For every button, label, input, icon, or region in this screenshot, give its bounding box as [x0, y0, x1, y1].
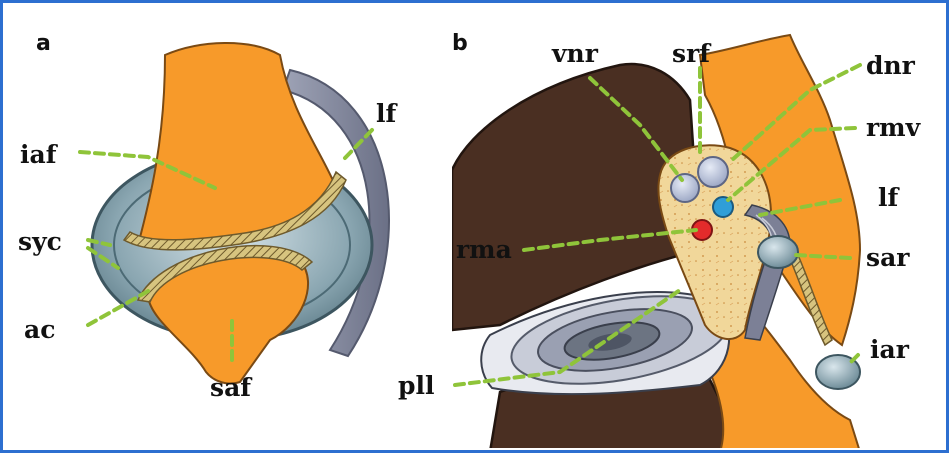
panel-a-letter: a: [36, 31, 51, 56]
panel-b-letter: b: [452, 31, 468, 56]
label-lf-a: lf: [376, 99, 398, 128]
label-ac: ac: [24, 315, 55, 344]
label-sar: sar: [866, 243, 910, 272]
label-lf-b: lf: [878, 183, 900, 212]
ventral-nerve-root: [671, 174, 699, 202]
label-rma: rma: [456, 235, 512, 264]
dorsal-nerve-root: [698, 157, 728, 187]
label-iaf: iaf: [20, 140, 59, 169]
label-rmv: rmv: [866, 113, 922, 142]
label-vnr: vnr: [551, 39, 599, 68]
label-dnr: dnr: [866, 51, 916, 80]
superior-articular-recess: [758, 236, 798, 268]
label-pll: pll: [398, 371, 434, 400]
label-saf: saf: [210, 373, 253, 402]
label-syc: syc: [18, 227, 62, 256]
label-srf: srf: [672, 39, 712, 68]
label-iar: iar: [870, 335, 910, 364]
